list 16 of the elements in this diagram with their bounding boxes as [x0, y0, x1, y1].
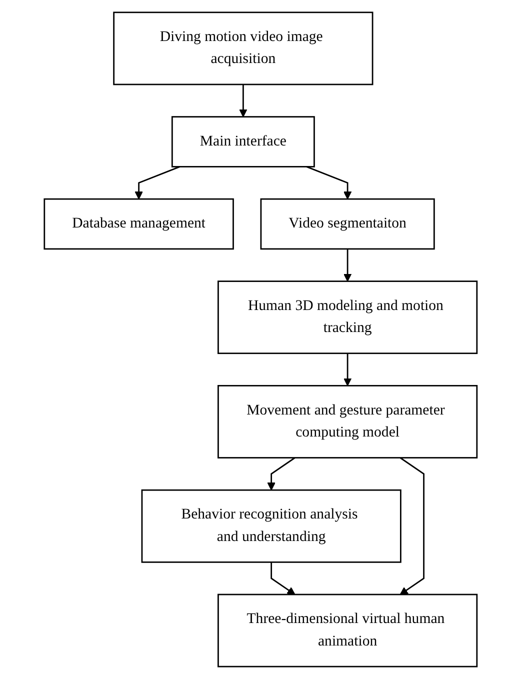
node-box: Video segmentaiton: [260, 198, 436, 250]
node-box: Three-dimensional virtual human animation: [218, 594, 478, 668]
node-box: Human 3D modeling and motion tracking: [218, 280, 478, 354]
arrow: [400, 457, 425, 595]
node-box: Main interface: [172, 116, 316, 168]
arrow: [268, 457, 296, 490]
node-box: Behavior recognition analysis and understanding: [142, 489, 402, 563]
arrow: [270, 562, 296, 595]
node-box: Database management: [44, 198, 234, 250]
arrow: [344, 248, 352, 282]
arrow: [306, 166, 352, 200]
node-box: Diving motion video image acquisition: [113, 12, 374, 86]
arrow: [135, 166, 180, 200]
node-box: Movement and gesture parameter computing model: [218, 385, 478, 458]
arrow: [344, 353, 352, 386]
arrow: [239, 84, 248, 118]
